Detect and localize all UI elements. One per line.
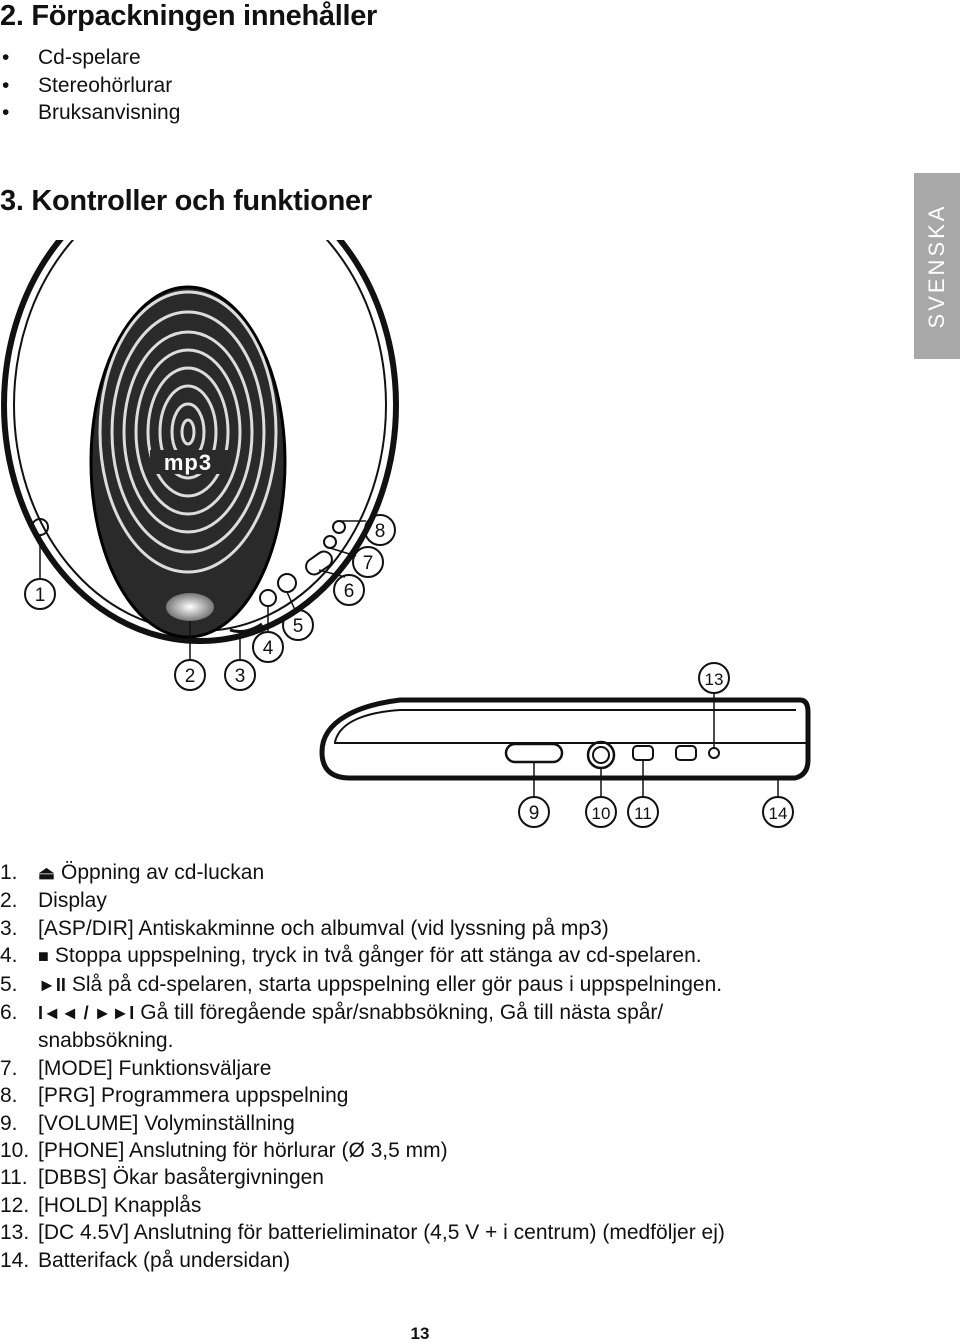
page-number: 13	[410, 1324, 430, 1343]
callout-11: 11	[627, 796, 659, 828]
mp3-logo: mp3	[164, 450, 212, 475]
callout-14: 14	[762, 796, 794, 828]
callout-6: 6	[333, 574, 365, 606]
list-item: 8.[PRG] Programmera uppspelning	[0, 1084, 349, 1108]
list-item: Cd-spelare	[0, 44, 180, 72]
list-item: 13.[DC 4.5V] Anslutning för batterielimi…	[0, 1221, 725, 1245]
list-item: 11.[DBBS] Ökar basåtergivningen	[0, 1166, 324, 1190]
skip-icon: I◄◄ / ►►I	[38, 1003, 135, 1024]
callout-4: 4	[252, 631, 284, 663]
side-view	[319, 697, 811, 781]
top-view: mp3	[1, 240, 399, 644]
list-item: 10.[PHONE] Anslutning för hörlurar (Ø 3,…	[0, 1139, 448, 1163]
package-contents-list: Cd-spelare Stereohörlurar Bruksanvisning	[0, 44, 180, 127]
svg-text:14: 14	[769, 804, 788, 823]
svg-text:11: 11	[634, 804, 652, 823]
callout-7: 7	[352, 546, 384, 578]
language-tab: SVENSKA	[914, 173, 960, 359]
callout-10: 10	[585, 796, 617, 828]
svg-text:1: 1	[35, 585, 46, 606]
stop-icon: ■	[38, 946, 49, 967]
svg-text:7: 7	[363, 553, 374, 574]
svg-text:6: 6	[344, 581, 355, 602]
play-pause-icon: ►II	[38, 974, 66, 995]
eject-icon: ⏏	[38, 863, 56, 883]
svg-text:5: 5	[293, 616, 304, 637]
svg-text:3: 3	[235, 666, 246, 687]
list-item: 14.Batterifack (på undersidan)	[0, 1248, 291, 1272]
list-item: 4.■Stoppa uppspelning, tryck in två gång…	[0, 944, 702, 968]
svg-text:4: 4	[263, 638, 274, 659]
svg-text:13: 13	[705, 670, 724, 689]
callout-9: 9	[518, 796, 550, 828]
list-item: 3.[ASP/DIR] Antiskakminne och albumval (…	[0, 916, 609, 940]
section3-heading: 3. Kontroller och funktioner	[0, 185, 372, 217]
svg-text:9: 9	[529, 803, 540, 824]
callout-1: 1	[24, 578, 56, 610]
cd-player-diagram: mp3 1	[1, 240, 811, 828]
list-item: 1.⏏Öppning av cd-luckan	[0, 861, 265, 884]
callout-8: 8	[364, 514, 396, 546]
callout-3: 3	[224, 659, 256, 691]
callout-5: 5	[282, 609, 314, 641]
functions-list: 1.⏏Öppning av cd-luckan 2.Display 3.[ASP…	[0, 859, 725, 1274]
list-item: 2.Display	[0, 889, 107, 913]
svg-text:2: 2	[185, 666, 196, 687]
list-item: Bruksanvisning	[0, 99, 180, 127]
list-item: 9.[VOLUME] Volyminställning	[0, 1111, 295, 1135]
svg-text:10: 10	[592, 804, 611, 823]
list-item: 12.[HOLD] Knapplås	[0, 1193, 202, 1217]
section2-heading: 2. Förpackningen innehåller	[0, 0, 378, 32]
list-item: Stereohörlurar	[0, 72, 180, 100]
callout-2: 2	[174, 659, 206, 691]
callout-13: 13	[698, 662, 730, 694]
svg-text:8: 8	[375, 521, 386, 542]
list-item: 7.[MODE] Funktionsväljare	[0, 1056, 272, 1080]
